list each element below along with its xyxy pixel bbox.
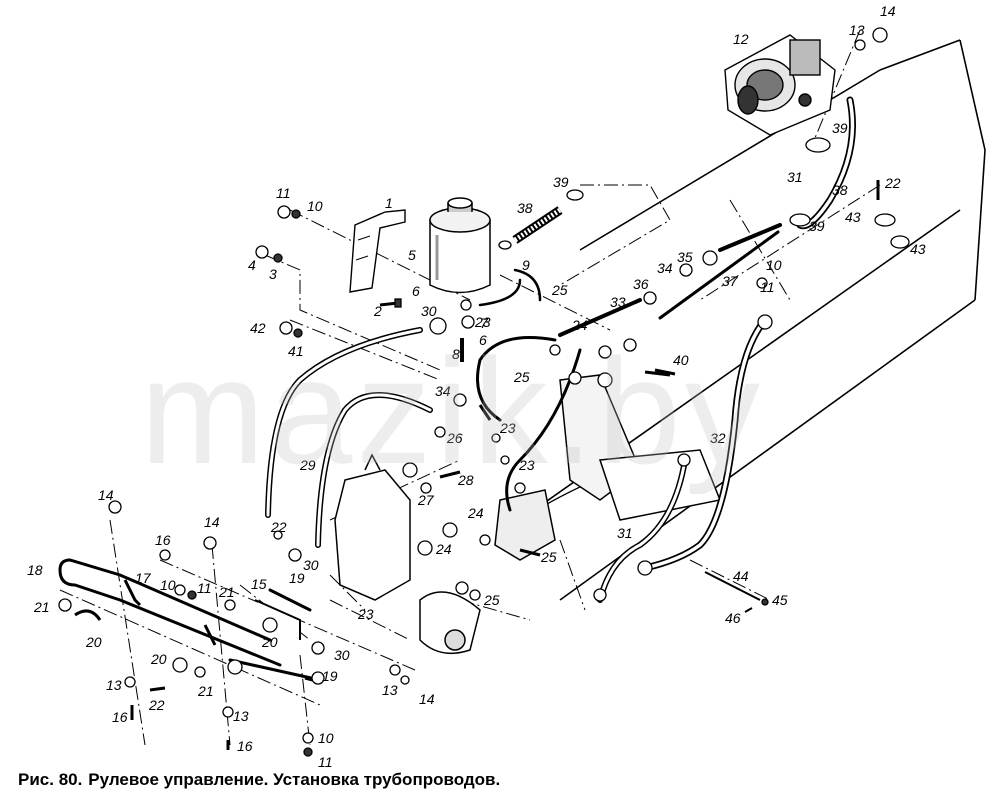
callout: 10 [307, 198, 323, 214]
callout: 6 [479, 332, 487, 348]
callout: 17 [135, 570, 152, 586]
steering-pump [724, 34, 836, 136]
callout: 43 [910, 241, 926, 257]
callout: 24 [467, 505, 484, 521]
callout: 45 [772, 592, 788, 608]
callout: 11 [197, 580, 212, 596]
callout: 22 [270, 519, 287, 535]
fittings [58, 27, 910, 757]
callout: 5 [408, 247, 416, 263]
callout: 36 [633, 276, 649, 292]
callout: 20 [261, 634, 278, 650]
callout: 27 [417, 492, 435, 508]
callout: 20 [85, 634, 102, 650]
callout: 16 [237, 738, 253, 754]
callout: 21 [218, 584, 235, 600]
callout: 23 [357, 606, 374, 622]
callout: 3 [269, 266, 277, 282]
figure-caption: Рис. 80. Рулевое управление. Установка тр… [18, 770, 506, 790]
callout: 14 [204, 514, 220, 530]
callout: 10 [318, 730, 334, 746]
callout: 29 [299, 457, 316, 473]
callout: 25 [513, 369, 530, 385]
callout: 16 [155, 532, 171, 548]
callout: 19 [289, 570, 305, 586]
callout: 19 [322, 668, 338, 684]
callout: 39 [553, 174, 569, 190]
callout: 25 [551, 282, 568, 298]
callout: 9 [522, 257, 530, 273]
callout: 37 [722, 273, 739, 289]
callout: 21 [197, 683, 214, 699]
callout: 15 [251, 576, 267, 592]
callout: 20 [150, 651, 167, 667]
callout: 28 [457, 472, 474, 488]
callout: 12 [733, 31, 749, 47]
callout: 42 [250, 320, 266, 336]
callout: 23 [474, 314, 491, 330]
oil-reservoir [429, 197, 491, 294]
callout: 7 [480, 315, 489, 331]
callout: 23 [518, 457, 535, 473]
callout: 32 [710, 430, 726, 446]
callout: 11 [760, 279, 775, 295]
callout-labels: 1 2 3 4 5 6 6 7 8 9 10 10 10 10 11 11 11… [27, 3, 926, 770]
callout: 11 [276, 185, 291, 201]
callout: 41 [288, 343, 304, 359]
callout: 14 [419, 691, 435, 707]
callout: 46 [725, 610, 741, 626]
callout: 2 [373, 303, 382, 319]
callout: 13 [233, 708, 249, 724]
reservoir-bracket [349, 209, 406, 293]
callout: 40 [673, 352, 689, 368]
callout: 10 [766, 257, 782, 273]
callout: 33 [610, 294, 626, 310]
callout: 31 [617, 525, 633, 541]
callout: 39 [832, 120, 848, 136]
callout: 13 [382, 682, 398, 698]
steering-gear-housing [334, 374, 722, 655]
callout: 21 [33, 599, 50, 615]
callout: 34 [435, 383, 451, 399]
callout: 43 [845, 209, 861, 225]
callout: 14 [880, 3, 896, 19]
callout: 11 [318, 754, 333, 770]
callout: 13 [849, 22, 865, 38]
callout: 16 [112, 709, 128, 725]
callout: 39 [809, 218, 825, 234]
callout: 18 [27, 562, 43, 578]
callout: 23 [499, 420, 516, 436]
callout: 25 [540, 549, 557, 565]
callout: 26 [446, 430, 463, 446]
callout: 1 [385, 195, 393, 211]
callout: 6 [412, 283, 420, 299]
callout: 13 [106, 677, 122, 693]
callout: 31 [787, 169, 803, 185]
callout: 8 [452, 346, 460, 362]
callout: 38 [517, 200, 533, 216]
callout: 25 [483, 592, 500, 608]
callout: 14 [98, 487, 114, 503]
callout: 22 [148, 697, 165, 713]
callout: 22 [884, 175, 901, 191]
callout: 38 [832, 182, 848, 198]
callout: 4 [248, 257, 256, 273]
callout: 30 [303, 557, 319, 573]
callout: 24 [571, 317, 588, 333]
callout: 34 [657, 260, 673, 276]
callout: 44 [733, 568, 749, 584]
callout: 24 [435, 541, 452, 557]
caption-title: Рулевое управление. Установка трубопрово… [88, 770, 501, 789]
caption-number: Рис. 80. [18, 770, 83, 789]
hoses-and-pipes [58, 96, 856, 682]
callout: 30 [334, 647, 350, 663]
callout: 10 [160, 577, 176, 593]
callout: 30 [421, 303, 437, 319]
callout: 35 [677, 249, 693, 265]
